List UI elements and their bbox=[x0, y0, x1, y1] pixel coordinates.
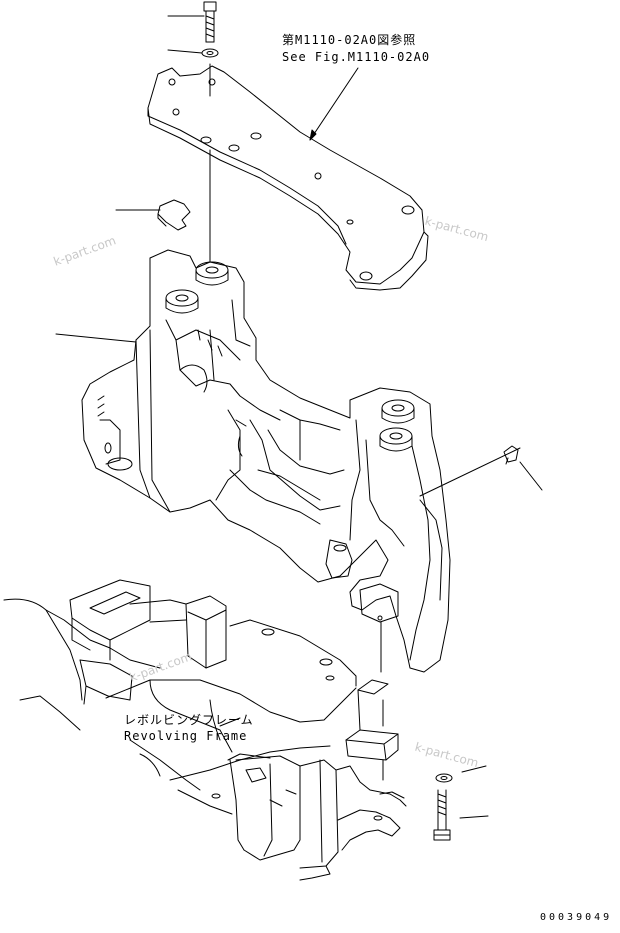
bolt-top bbox=[203, 1, 217, 43]
reference-label-en: See Fig.M1110-02A0 bbox=[282, 50, 431, 64]
leader-lines bbox=[55, 15, 543, 819]
washer-bottom bbox=[435, 773, 453, 783]
bolt-side bbox=[503, 445, 519, 465]
frame-label-jp: レボルビングフレーム bbox=[124, 713, 254, 727]
frame-label-en: Revolving Frame bbox=[124, 729, 248, 743]
reference-label-jp: 第M1110-02A0図参照 bbox=[282, 33, 417, 47]
drawing-number: 00039049 bbox=[540, 912, 613, 923]
mounting-plate bbox=[147, 65, 429, 291]
shim-plate bbox=[157, 199, 191, 231]
washer-top bbox=[201, 48, 219, 58]
support-plate bbox=[357, 679, 389, 731]
revolving-frame bbox=[3, 579, 407, 881]
alignment-lines bbox=[209, 63, 384, 781]
spacer-block bbox=[345, 729, 399, 761]
bracket-frame bbox=[81, 249, 451, 673]
bolt-bottom bbox=[433, 789, 451, 841]
